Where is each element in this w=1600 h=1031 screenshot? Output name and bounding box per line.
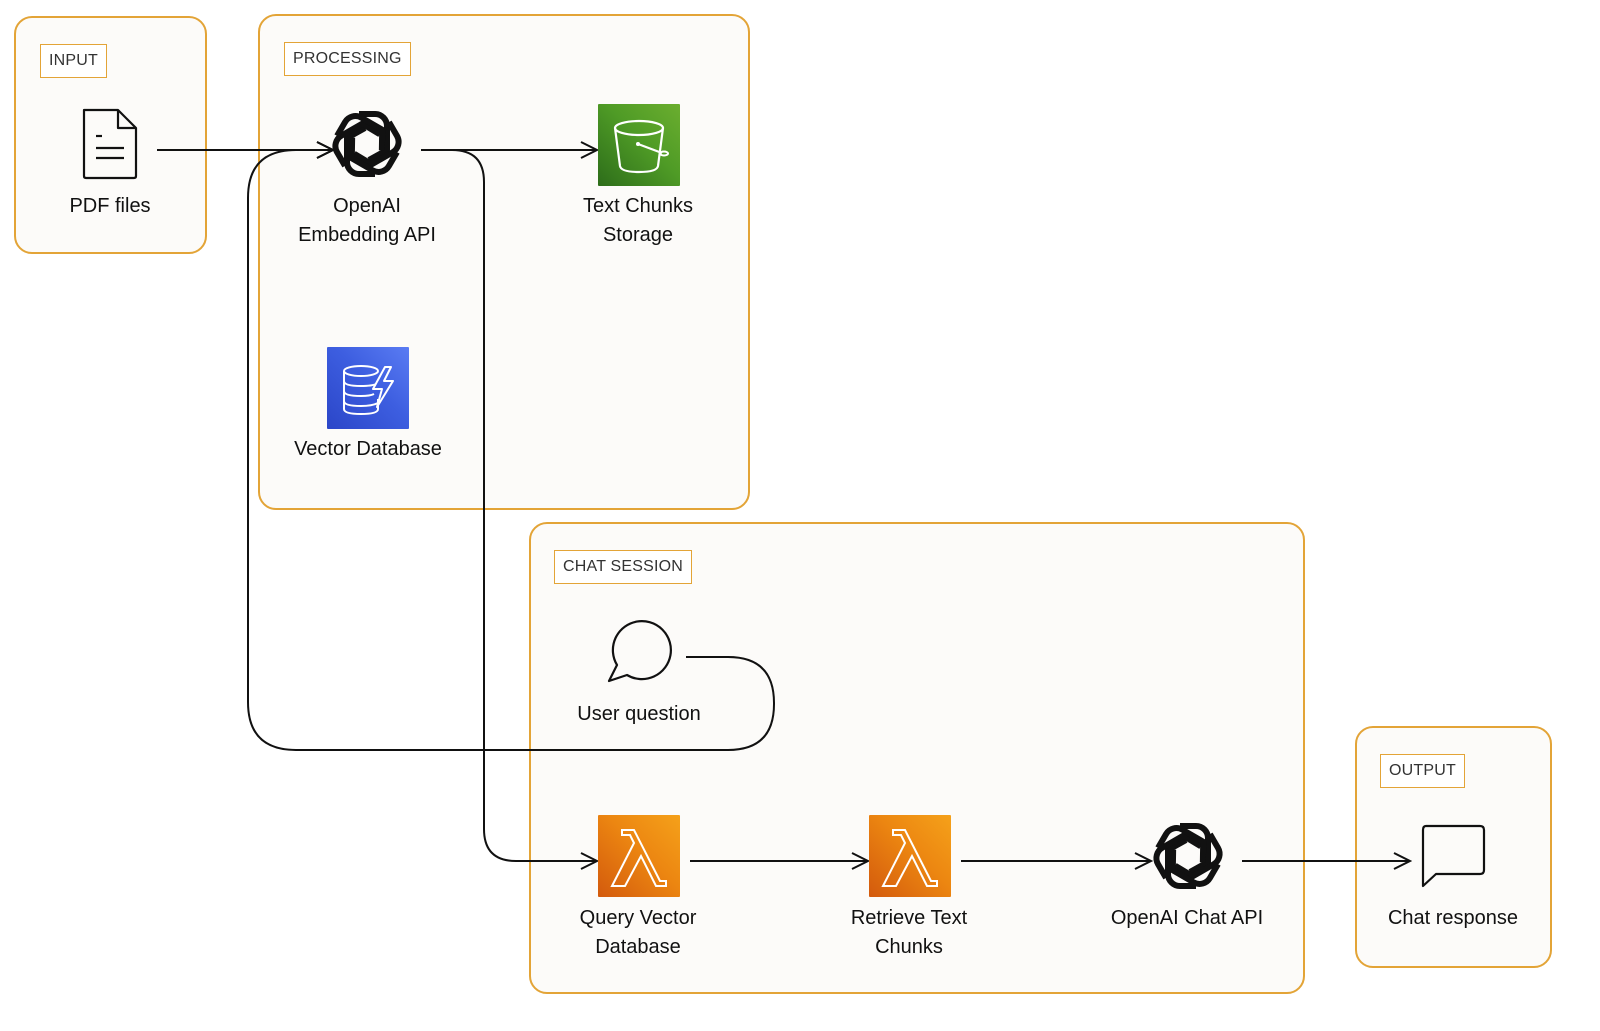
speech-bubble-icon [607, 620, 672, 683]
text-chunks-storage-label-line1: Text Chunks [582, 195, 694, 217]
retrieve-text-chunks-label-line1: Retrieve Text [850, 907, 968, 929]
openai-logo-icon [1153, 823, 1223, 889]
vector-database-node[interactable] [327, 347, 409, 429]
embedding-api-label-line1: OpenAI [333, 195, 401, 217]
embedding-api-node[interactable] [326, 103, 408, 185]
chat-response-label: Chat response [1387, 907, 1519, 929]
database-icon [343, 365, 394, 415]
lambda-icon [881, 829, 938, 887]
query-vector-database-label-line1: Query Vector [579, 907, 697, 929]
storage-bucket-icon [613, 119, 669, 174]
retrieve-text-chunks-label-line2: Chunks [875, 936, 943, 958]
text-chunks-storage-node[interactable] [598, 104, 680, 186]
embedding-api-label: OpenAI Embedding API [298, 192, 436, 250]
text-chunks-storage-label: Text Chunks Storage [583, 192, 693, 250]
pdf-files-label: PDF files [69, 195, 151, 217]
document-icon [82, 108, 138, 180]
input-group-label: INPUT [40, 44, 107, 78]
query-vector-database-label: Query Vector Database [580, 904, 697, 962]
user-question-node[interactable] [605, 619, 673, 685]
output-group-label: OUTPUT [1380, 754, 1465, 788]
input-group: INPUT [14, 16, 207, 254]
chat-response-node[interactable] [1418, 823, 1488, 889]
lambda-icon [610, 829, 667, 887]
query-vector-database-node[interactable] [598, 815, 680, 897]
chat-session-group-label: CHAT SESSION [554, 550, 693, 584]
embedding-api-label-line2: Embedding API [298, 224, 436, 246]
openai-logo-icon [332, 111, 402, 177]
pdf-files-node[interactable] [78, 106, 142, 182]
output-group: OUTPUT [1355, 726, 1552, 968]
chat-api-label: OpenAI Chat API [1110, 907, 1264, 929]
user-question-label: User question [577, 703, 701, 725]
query-vector-database-label-line2: Database [595, 936, 681, 958]
processing-group-label: PROCESSING [284, 42, 411, 76]
retrieve-text-chunks-label: Retrieve Text Chunks [851, 904, 967, 962]
chat-api-node[interactable] [1147, 815, 1229, 897]
text-chunks-storage-label-line2: Storage [602, 224, 674, 246]
retrieve-text-chunks-node[interactable] [869, 815, 951, 897]
vector-database-label: Vector Database [294, 438, 442, 460]
chat-bubble-icon [1421, 824, 1486, 888]
